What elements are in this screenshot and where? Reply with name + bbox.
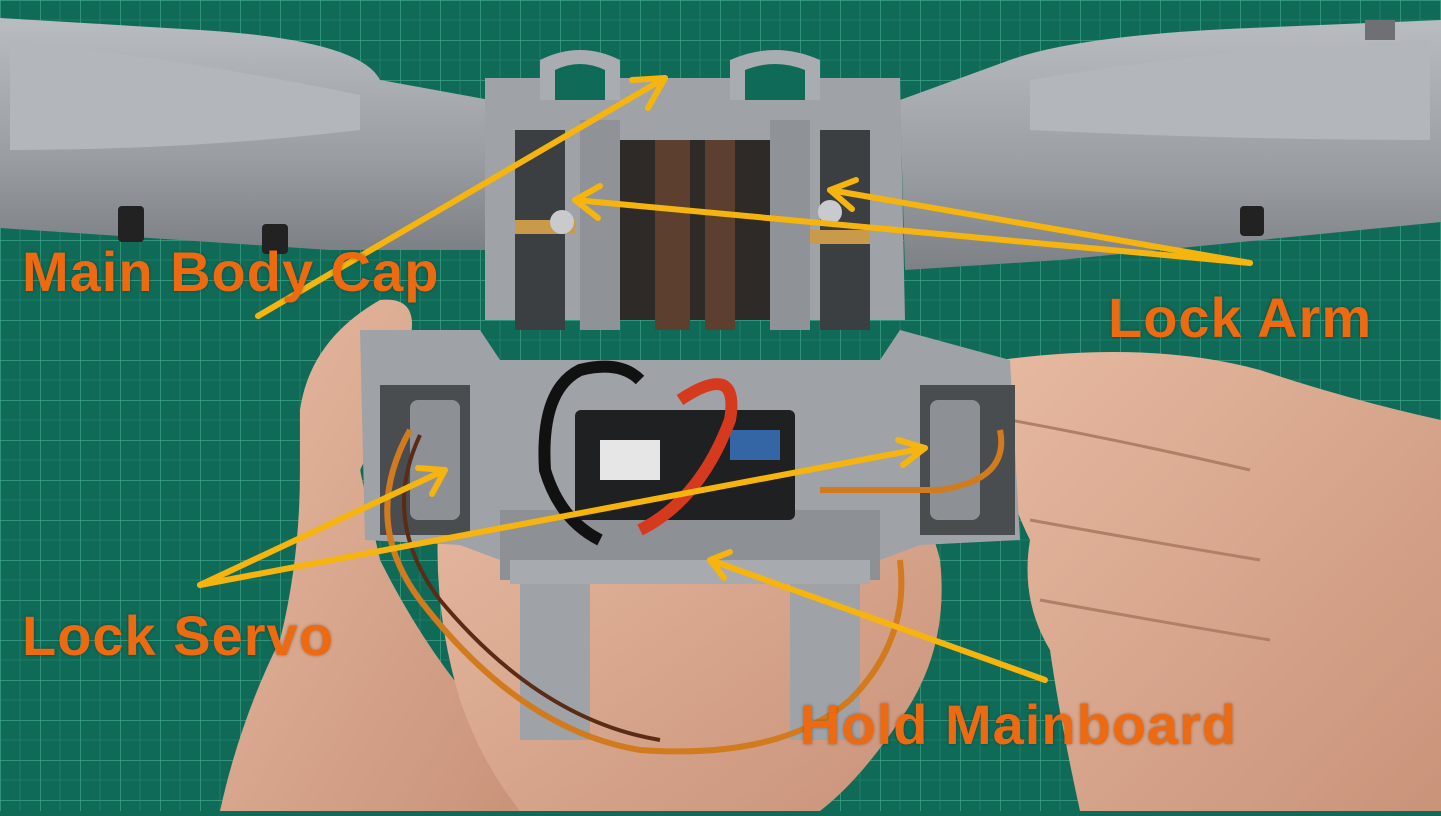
arrow-main-body-cap [255, 75, 668, 319]
label-main-body-cap: Main Body Cap [22, 240, 440, 303]
arrow-lock-arm-left [572, 183, 1253, 266]
right-hand [1000, 352, 1441, 811]
arrow-lock-arm-right [827, 177, 1253, 266]
main-body-frame [485, 50, 905, 330]
arrow-lock-servo-right [197, 437, 928, 588]
label-lock-servo: Lock Servo [22, 604, 334, 667]
annotation-arrows [197, 75, 1253, 683]
mainboard [384, 360, 1005, 755]
left-arm [0, 18, 495, 254]
label-lock-arm: Lock Arm [1108, 286, 1373, 349]
label-hold-mainboard: Hold Mainboard [800, 693, 1238, 756]
right-arm [900, 20, 1441, 270]
arrow-lock-servo-left [197, 465, 448, 588]
arrow-hold-mainboard [707, 549, 1048, 683]
